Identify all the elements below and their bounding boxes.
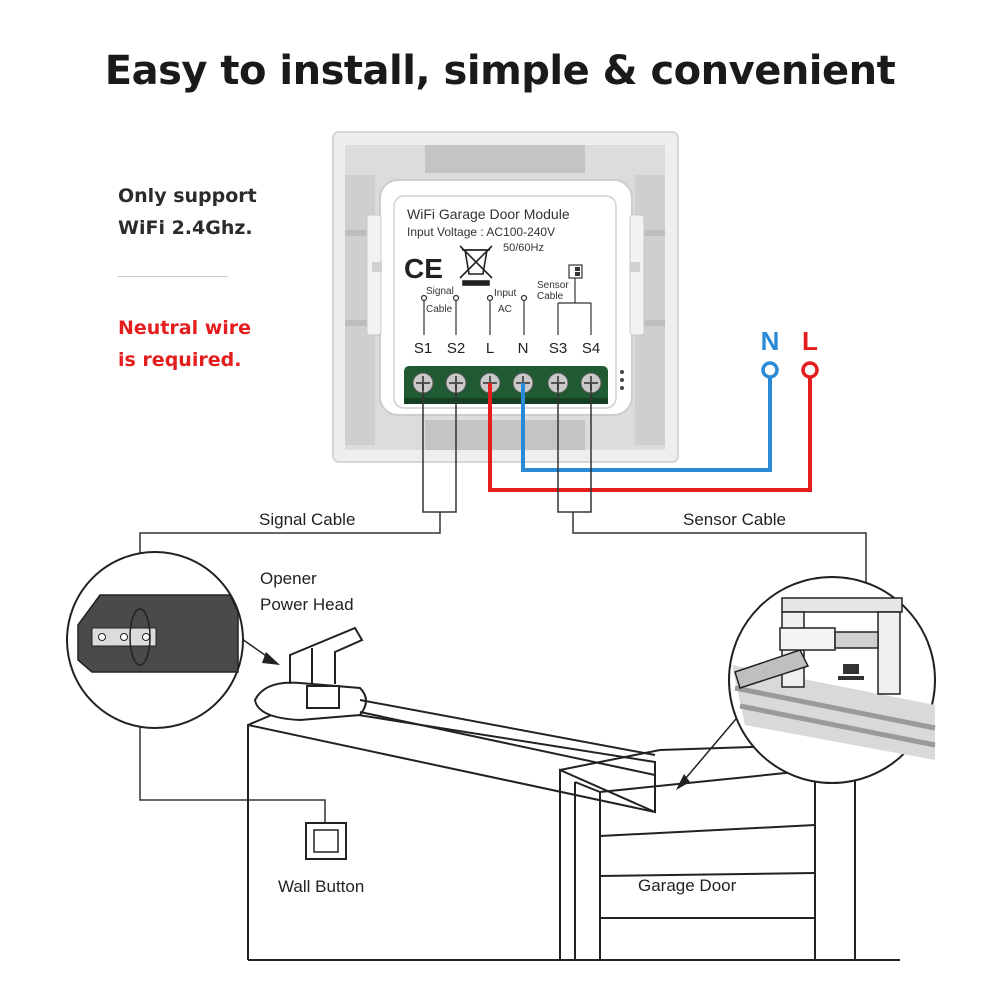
module-name: WiFi Garage Door Module bbox=[407, 206, 570, 222]
terminal-label-s4: S4 bbox=[582, 340, 600, 357]
input-ac-label-2: AC bbox=[498, 304, 512, 315]
wifi-note-line-1: Only support bbox=[118, 185, 257, 207]
note-divider bbox=[118, 276, 228, 277]
opener-power-head bbox=[253, 626, 656, 776]
wifi-module: WiFi Garage Door Module Input Voltage : … bbox=[366, 179, 645, 416]
neutral-wire bbox=[521, 376, 772, 472]
wifi-note-line-2: WiFi 2.4Ghz. bbox=[118, 217, 253, 239]
opener-zoom-callout bbox=[66, 551, 280, 729]
wall-button-label: Wall Button bbox=[278, 877, 364, 896]
neutral-note: Neutral wire is required. bbox=[118, 312, 251, 376]
sensor-icon bbox=[843, 664, 859, 674]
neutral-note-line-2: is required. bbox=[118, 349, 242, 371]
module-frequency: 50/60Hz bbox=[503, 242, 544, 254]
signal-cable-label: Signal Cable bbox=[259, 510, 355, 529]
ce-mark: CE bbox=[404, 253, 443, 284]
live-label: L bbox=[802, 326, 818, 356]
terminal-label-l: L bbox=[486, 340, 494, 357]
live-terminal-icon bbox=[801, 361, 819, 379]
sensor-cable-label: Sensor Cable bbox=[683, 510, 786, 529]
terminal-label-n: N bbox=[518, 340, 529, 357]
page-title: Easy to install, simple & convenient bbox=[104, 48, 896, 94]
sensor-zoom-callout bbox=[676, 576, 936, 790]
sensor-cable bbox=[557, 383, 867, 590]
internal-lines bbox=[420, 278, 592, 335]
signal-cable-label-2: Cable bbox=[426, 304, 453, 315]
wifi-note: Only support WiFi 2.4Ghz. bbox=[118, 180, 257, 244]
neutral-label: N bbox=[761, 326, 780, 356]
neutral-note-line-1: Neutral wire bbox=[118, 317, 252, 339]
sensor-switch-icon bbox=[568, 264, 583, 279]
sensor-cable-label-2: Cable bbox=[537, 291, 564, 302]
opener-label-2: Power Head bbox=[260, 595, 354, 614]
neutral-terminal-icon bbox=[761, 361, 779, 379]
garage-building bbox=[247, 703, 900, 961]
garage-door-label: Garage Door bbox=[638, 876, 737, 895]
live-wire bbox=[488, 376, 812, 492]
opener-label-1: Opener bbox=[260, 569, 317, 588]
opener-terminal-icon bbox=[98, 633, 106, 641]
sensor-cable-label-1: Sensor bbox=[537, 280, 569, 291]
terminal-label-s1: S1 bbox=[414, 340, 432, 357]
terminal-label-s3: S3 bbox=[549, 340, 567, 357]
signal-cable-label-1: Signal bbox=[426, 286, 454, 297]
module-voltage: Input Voltage : AC100-240V bbox=[407, 225, 555, 239]
terminal-label-s2: S2 bbox=[447, 340, 465, 357]
input-ac-label-1: Input bbox=[494, 288, 516, 299]
weee-bin-icon bbox=[459, 245, 493, 286]
wall-button-icon bbox=[305, 822, 347, 860]
